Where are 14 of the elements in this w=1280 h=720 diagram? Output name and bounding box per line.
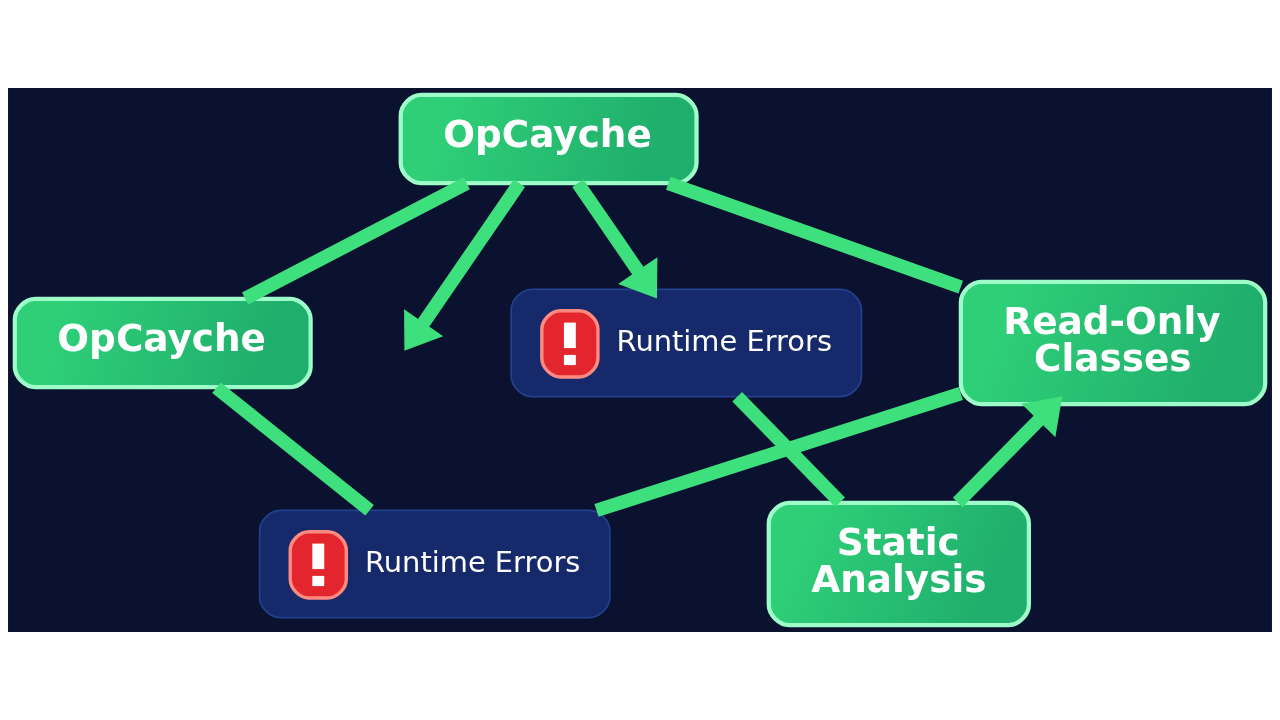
connector — [241, 177, 470, 305]
arrow — [952, 396, 1063, 508]
connector — [212, 382, 374, 516]
node-box: Static Analysis — [766, 500, 1031, 628]
connector — [666, 176, 963, 294]
connector — [594, 387, 963, 517]
arrow — [572, 179, 658, 299]
connector — [732, 392, 845, 507]
node-box: Read-Only Classes — [958, 279, 1268, 407]
arrow — [404, 179, 526, 351]
node-box: Runtime Errors — [510, 288, 863, 398]
node-box: OpCayche — [12, 296, 313, 390]
node-box: Runtime Errors — [258, 509, 611, 619]
node-box: OpCayche — [398, 92, 699, 186]
